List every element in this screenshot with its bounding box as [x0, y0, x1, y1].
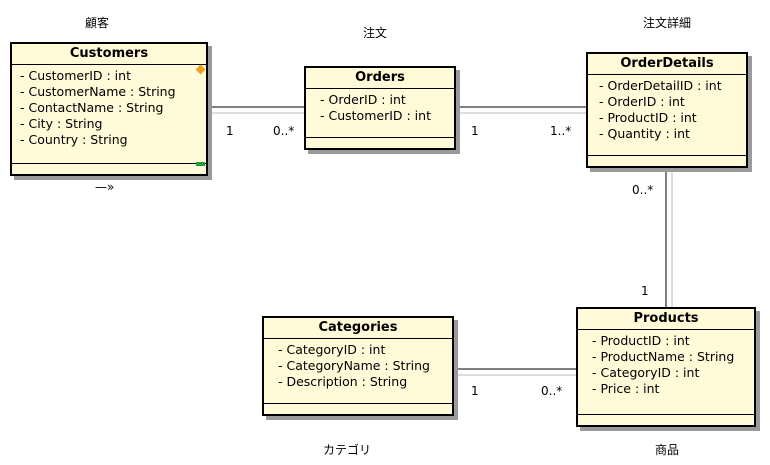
class-name: Categories: [264, 318, 452, 339]
class-name: Orders: [306, 68, 454, 89]
multiplicity-orderdetails-side: 1..*: [550, 124, 572, 138]
categories-jp-label: カテゴリ: [322, 443, 372, 457]
attribute: - Price : int: [592, 381, 660, 396]
attribute: - Description : String: [278, 374, 408, 389]
class-name: OrderDetails: [588, 54, 746, 75]
attribute: - OrderID : int: [599, 94, 685, 109]
operations-compartment: [578, 414, 754, 415]
attribute: - CustomerID : int: [320, 108, 431, 123]
attribute: - Country : String: [20, 132, 128, 147]
class-orders[interactable]: Orders - OrderID : int - CustomerID : in…: [304, 66, 456, 150]
class-categories[interactable]: Categories - CategoryID : int - Category…: [262, 316, 454, 416]
attribute: - CategoryID : int: [278, 342, 386, 357]
multiplicity-orders-side: 1: [471, 124, 479, 138]
multiplicity-products-side: 0..*: [541, 384, 563, 398]
orderdetails-jp-label: 注文詳細: [642, 16, 692, 30]
operations-compartment: [588, 155, 746, 156]
green-marker: [196, 162, 205, 166]
multiplicity-products-side: 1: [641, 284, 649, 298]
operations-compartment: [306, 137, 454, 138]
multiplicity-categories-side: 1: [471, 384, 479, 398]
customers-jp-label: 顧客: [84, 16, 110, 30]
class-orderdetails[interactable]: OrderDetails - OrderDetailID : int - Ord…: [586, 52, 748, 168]
multiplicity-orders-side: 0..*: [273, 124, 295, 138]
attribute: - ContactName : String: [20, 100, 164, 115]
operations-compartment: [264, 403, 452, 404]
attribute-list: - CustomerID : int - CustomerName : Stri…: [12, 65, 206, 148]
attribute: - OrderDetailID : int: [599, 78, 722, 93]
attribute-list: - ProductID : int - ProductName : String…: [578, 330, 754, 397]
multiplicity-orderdetails-side: 0..*: [632, 183, 654, 197]
attribute-list: - OrderDetailID : int - OrderID : int - …: [588, 75, 746, 142]
attribute: - CategoryName : String: [278, 358, 430, 373]
attribute: - ProductID : int: [592, 333, 690, 348]
multiplicity-customers-side: 1: [226, 124, 234, 138]
orders-jp-label: 注文: [362, 26, 388, 40]
attribute: - City : String: [20, 116, 103, 131]
class-name: Products: [578, 309, 754, 330]
attribute: - CustomerID : int: [20, 68, 131, 83]
class-name: Customers: [12, 44, 206, 65]
operations-compartment: [12, 163, 206, 164]
class-products[interactable]: Products - ProductID : int - ProductName…: [576, 307, 756, 427]
attribute: - CustomerName : String: [20, 84, 176, 99]
attribute: - ProductName : String: [592, 349, 735, 364]
attribute: - CategoryID : int: [592, 365, 700, 380]
customers-arrow-icon: —»: [95, 180, 115, 194]
class-customers[interactable]: Customers - CustomerID : int - CustomerN…: [10, 42, 208, 176]
attribute: - OrderID : int: [320, 92, 406, 107]
attribute-list: - CategoryID : int - CategoryName : Stri…: [264, 339, 452, 390]
attribute: - ProductID : int: [599, 110, 697, 125]
attribute-list: - OrderID : int - CustomerID : int: [306, 89, 454, 124]
attribute: - Quantity : int: [599, 126, 690, 141]
products-jp-label: 商品: [654, 443, 680, 457]
